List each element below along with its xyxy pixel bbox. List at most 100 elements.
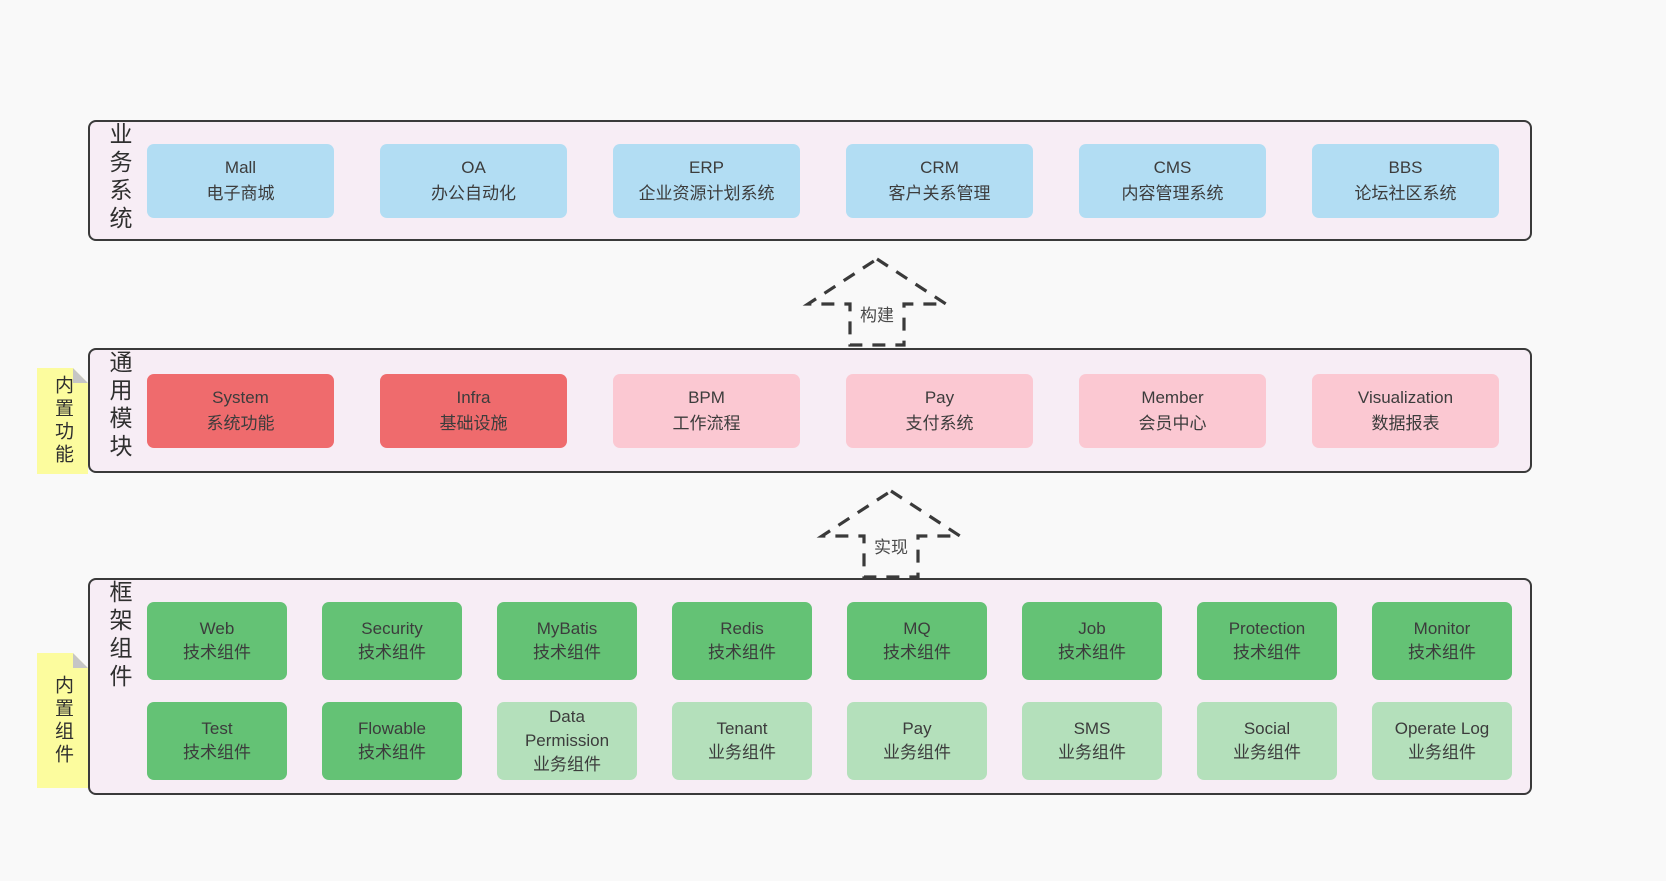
build-arrow: 构建 bbox=[802, 257, 952, 347]
node-subtitle: 电子商城 bbox=[206, 183, 275, 203]
node-subtitle: 技术组件 bbox=[183, 643, 251, 662]
node-subtitle: 客户关系管理 bbox=[888, 183, 991, 203]
node-subtitle: 业务组件 bbox=[708, 743, 776, 762]
node-operate-log: Operate Log 业务组件 bbox=[1372, 702, 1512, 780]
node-bbs: BBS 论坛社区系统 bbox=[1312, 143, 1499, 218]
node-subtitle: 业务组件 bbox=[1408, 743, 1476, 762]
node-title: Pay bbox=[924, 387, 955, 407]
node-subtitle: 技术组件 bbox=[1233, 643, 1301, 662]
sticky-note-label: 内置组件 bbox=[52, 674, 73, 767]
node-title: Redis bbox=[720, 619, 764, 638]
section-business-systems: 业务系统 Mall 电子商城 OA 办公自动化 ERP 企业资源计划系统 CRM 客户关系管理… bbox=[88, 120, 1532, 241]
node-subtitle: 技术组件 bbox=[183, 743, 251, 762]
node-subtitle: 企业资源计划系统 bbox=[638, 183, 775, 203]
node-subtitle: 系统功能 bbox=[206, 413, 275, 433]
node-title: Infra bbox=[456, 387, 491, 407]
section-side-label: 通用模块 bbox=[106, 350, 132, 462]
node-title: ERP bbox=[689, 157, 724, 177]
node-tenant: Tenant 业务组件 bbox=[672, 702, 812, 780]
implement-arrow: 实现 bbox=[816, 489, 966, 579]
node-subtitle: 技术组件 bbox=[1058, 643, 1126, 662]
node-subtitle: 技术组件 bbox=[1408, 643, 1476, 662]
arrow-label: 构建 bbox=[857, 301, 897, 326]
node-title: Social bbox=[1243, 719, 1291, 738]
node-title: Pay bbox=[902, 719, 932, 738]
node-monitor: Monitor 技术组件 bbox=[1372, 602, 1512, 680]
node-subtitle: 技术组件 bbox=[708, 643, 776, 662]
node-title: Flowable bbox=[357, 719, 427, 738]
node-system: System 系统功能 bbox=[147, 373, 334, 448]
node-title: CRM bbox=[920, 157, 959, 177]
node-title: BPM bbox=[688, 387, 725, 407]
node-title: Operate Log bbox=[1394, 719, 1490, 738]
node-subtitle: 业务组件 bbox=[883, 743, 951, 762]
node-title: BBS bbox=[1388, 157, 1423, 177]
node-data-permission: Data Permission 业务组件 bbox=[497, 702, 637, 780]
node-title: Protection bbox=[1228, 619, 1306, 638]
node-title: Job bbox=[1078, 619, 1106, 638]
node-test: Test 技术组件 bbox=[147, 702, 287, 780]
node-subtitle: 技术组件 bbox=[358, 643, 426, 662]
node-subtitle: 内容管理系统 bbox=[1121, 183, 1224, 203]
node-pay: Pay 支付系统 bbox=[846, 373, 1033, 448]
section-common-modules: 通用模块 System 系统功能 Infra 基础设施 BPM 工作流程 Pay 支付系统 Me… bbox=[88, 348, 1532, 473]
node-subtitle: 业务组件 bbox=[1233, 743, 1301, 762]
node-title: Security bbox=[361, 619, 423, 638]
node-mall: Mall 电子商城 bbox=[147, 143, 334, 218]
node-title: Visualization bbox=[1357, 387, 1454, 407]
node-security: Security 技术组件 bbox=[322, 602, 462, 680]
node-row: Mall 电子商城 OA 办公自动化 ERP 企业资源计划系统 CRM 客户关系管理 CMS 内容… bbox=[147, 143, 1520, 218]
node-subtitle: 基础设施 bbox=[439, 413, 508, 433]
section-side-label: 业务系统 bbox=[106, 122, 132, 234]
node-subtitle: 支付系统 bbox=[905, 413, 974, 433]
section-side-label: 框架组件 bbox=[106, 580, 132, 692]
node-subtitle: 技术组件 bbox=[358, 743, 426, 762]
node-crm: CRM 客户关系管理 bbox=[846, 143, 1033, 218]
node-bpm: BPM 工作流程 bbox=[613, 373, 800, 448]
node-title: Member bbox=[1141, 387, 1204, 407]
node-subtitle: 业务组件 bbox=[533, 755, 601, 774]
node-subtitle: 业务组件 bbox=[1058, 743, 1126, 762]
node-title: Monitor bbox=[1413, 619, 1471, 638]
node-title: Tenant bbox=[716, 719, 768, 738]
sticky-note-built-in-components: 内置组件 bbox=[37, 653, 88, 788]
node-oa: OA 办公自动化 bbox=[380, 143, 567, 218]
node-subtitle: 论坛社区系统 bbox=[1354, 183, 1457, 203]
node-title: Data Permission bbox=[524, 707, 610, 750]
sticky-note-built-in-features: 内置功能 bbox=[37, 368, 88, 474]
node-title: Mall bbox=[224, 157, 257, 177]
node-sms: SMS 业务组件 bbox=[1022, 702, 1162, 780]
node-flowable: Flowable 技术组件 bbox=[322, 702, 462, 780]
node-redis: Redis 技术组件 bbox=[672, 602, 812, 680]
section-rows: Mall 电子商城 OA 办公自动化 ERP 企业资源计划系统 CRM 客户关系管理 CMS 内容… bbox=[147, 122, 1520, 239]
node-protection: Protection 技术组件 bbox=[1197, 602, 1337, 680]
node-title: System bbox=[212, 387, 269, 407]
node-title: OA bbox=[461, 157, 486, 177]
node-title: SMS bbox=[1073, 719, 1111, 738]
sticky-note-label: 内置功能 bbox=[52, 375, 73, 467]
node-social: Social 业务组件 bbox=[1197, 702, 1337, 780]
node-subtitle: 工作流程 bbox=[672, 413, 741, 433]
node-subtitle: 办公自动化 bbox=[431, 183, 516, 203]
node-pay: Pay 业务组件 bbox=[847, 702, 987, 780]
arrow-label: 实现 bbox=[871, 533, 911, 558]
node-title: CMS bbox=[1153, 157, 1192, 177]
node-title: Test bbox=[201, 719, 233, 738]
node-cms: CMS 内容管理系统 bbox=[1079, 143, 1266, 218]
node-job: Job 技术组件 bbox=[1022, 602, 1162, 680]
node-subtitle: 技术组件 bbox=[883, 643, 951, 662]
node-title: MyBatis bbox=[536, 619, 598, 638]
node-erp: ERP 企业资源计划系统 bbox=[613, 143, 800, 218]
